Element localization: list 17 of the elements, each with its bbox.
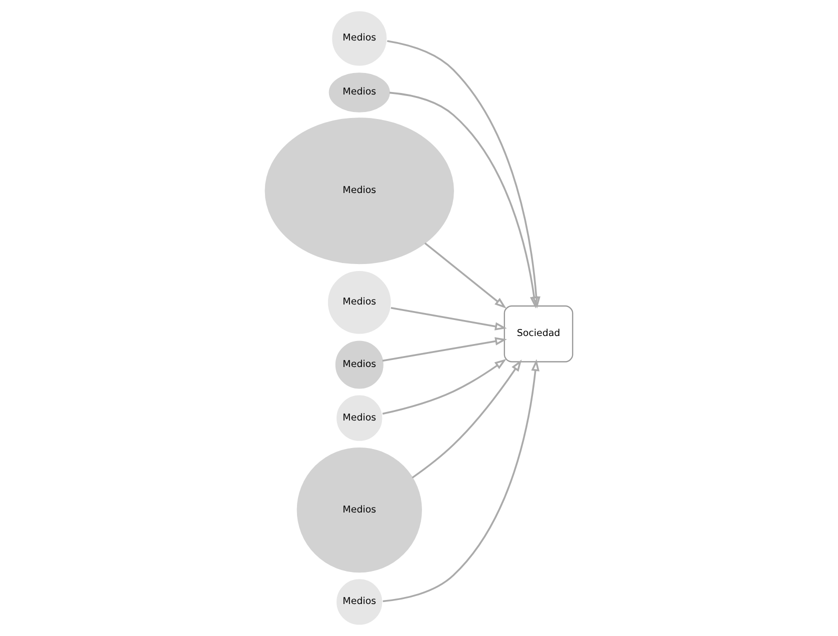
node-circle: Medios: [326, 270, 392, 336]
arrow: [390, 307, 507, 330]
arrow: [424, 242, 506, 309]
node-circle: Medios: [335, 578, 384, 626]
node-ellipse: Medios: [264, 118, 454, 264]
arrow: [382, 358, 506, 415]
node-circle: Medios: [330, 10, 388, 67]
arrow: [389, 92, 538, 309]
node-circle: Medios: [335, 394, 384, 442]
arrow: [382, 359, 540, 602]
node-circle: Medios: [296, 447, 422, 573]
node-circle: Medios: [335, 340, 384, 389]
arrow: [382, 337, 507, 362]
arrow: [387, 40, 540, 308]
node-ellipse: Medios: [328, 72, 390, 112]
arrow: [412, 360, 522, 478]
node-box: Sociedad: [504, 305, 574, 362]
